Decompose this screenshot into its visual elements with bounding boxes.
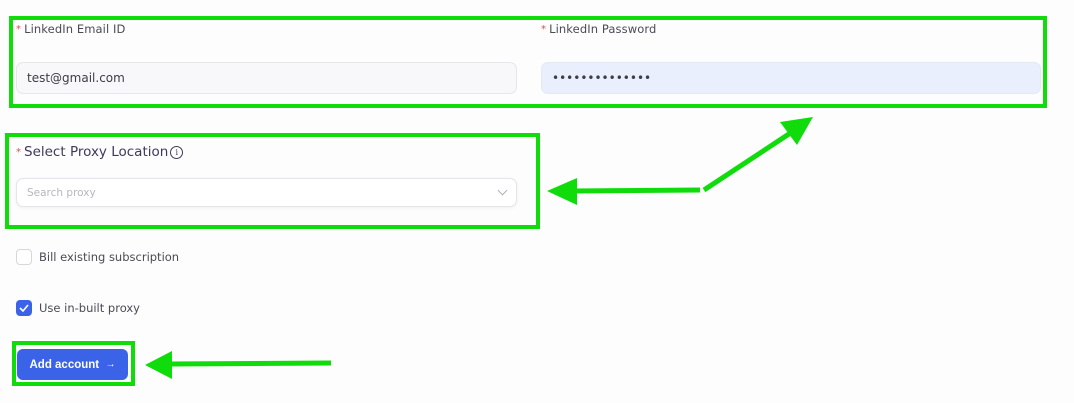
required-mark: * [16,24,22,35]
info-icon[interactable]: i [170,145,184,159]
password-label: *LinkedIn Password [541,22,657,36]
email-input[interactable]: test@gmail.com [16,62,517,94]
arrow-right-icon: → [105,359,116,370]
proxy-select-placeholder: Search proxy [27,186,96,199]
checkmark-icon [19,304,29,312]
use-inbuilt-proxy-checkbox[interactable] [16,300,32,316]
password-input[interactable]: •••••••••••••• [541,62,1041,94]
bill-existing-subscription-option[interactable]: Bill existing subscription [16,249,179,265]
required-mark: * [541,24,547,35]
proxy-select[interactable]: Search proxy [16,178,517,207]
proxy-to-credentials-arrow [547,117,813,205]
credentials-highlight-box [9,16,1047,108]
required-mark: * [16,147,21,158]
add-account-highlight-box [12,341,135,386]
use-inbuilt-proxy-option[interactable]: Use in-built proxy [16,300,140,316]
bill-existing-subscription-checkbox[interactable] [16,249,32,265]
add-account-button[interactable]: Add account → [17,349,128,380]
add-account-arrow [145,351,332,379]
email-label: *LinkedIn Email ID [16,22,126,36]
proxy-highlight-box [5,133,540,229]
